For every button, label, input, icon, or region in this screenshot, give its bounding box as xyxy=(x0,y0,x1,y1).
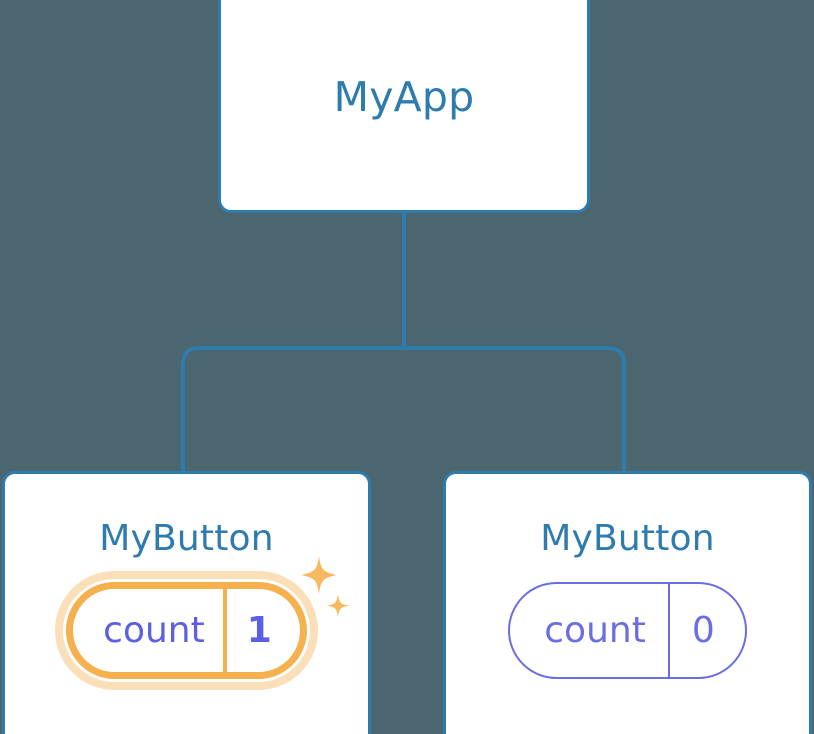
state-pill-count[interactable]: count 0 xyxy=(508,582,747,679)
component-node-myapp[interactable]: MyApp xyxy=(218,0,590,213)
state-pill-key: count xyxy=(103,609,205,651)
connector-branch-right xyxy=(404,346,626,474)
sparkle-large-icon xyxy=(300,556,337,594)
sparkle-small-icon xyxy=(326,594,350,617)
connector-branch-left xyxy=(181,346,404,474)
state-pill-value: 1 xyxy=(222,589,300,672)
state-pill-holder: count 1 xyxy=(55,556,350,690)
state-pill-container: count 1 xyxy=(5,556,368,690)
component-node-title: MyApp xyxy=(333,73,475,121)
state-pill-key: count xyxy=(544,609,646,651)
state-pill-holder: count 0 xyxy=(508,582,747,679)
state-pill-container: count 0 xyxy=(446,582,809,679)
component-node-title: MyButton xyxy=(99,518,274,559)
state-pill-value: 0 xyxy=(667,584,745,677)
component-node-title: MyButton xyxy=(540,518,715,559)
state-pill-count-highlighted[interactable]: count 1 xyxy=(66,582,307,679)
highlight-glow xyxy=(55,571,318,690)
component-node-mybutton-right[interactable]: MyButton count 0 xyxy=(443,471,812,734)
component-node-mybutton-left[interactable]: MyButton count 1 xyxy=(2,471,371,734)
sparkles-group xyxy=(300,556,350,617)
